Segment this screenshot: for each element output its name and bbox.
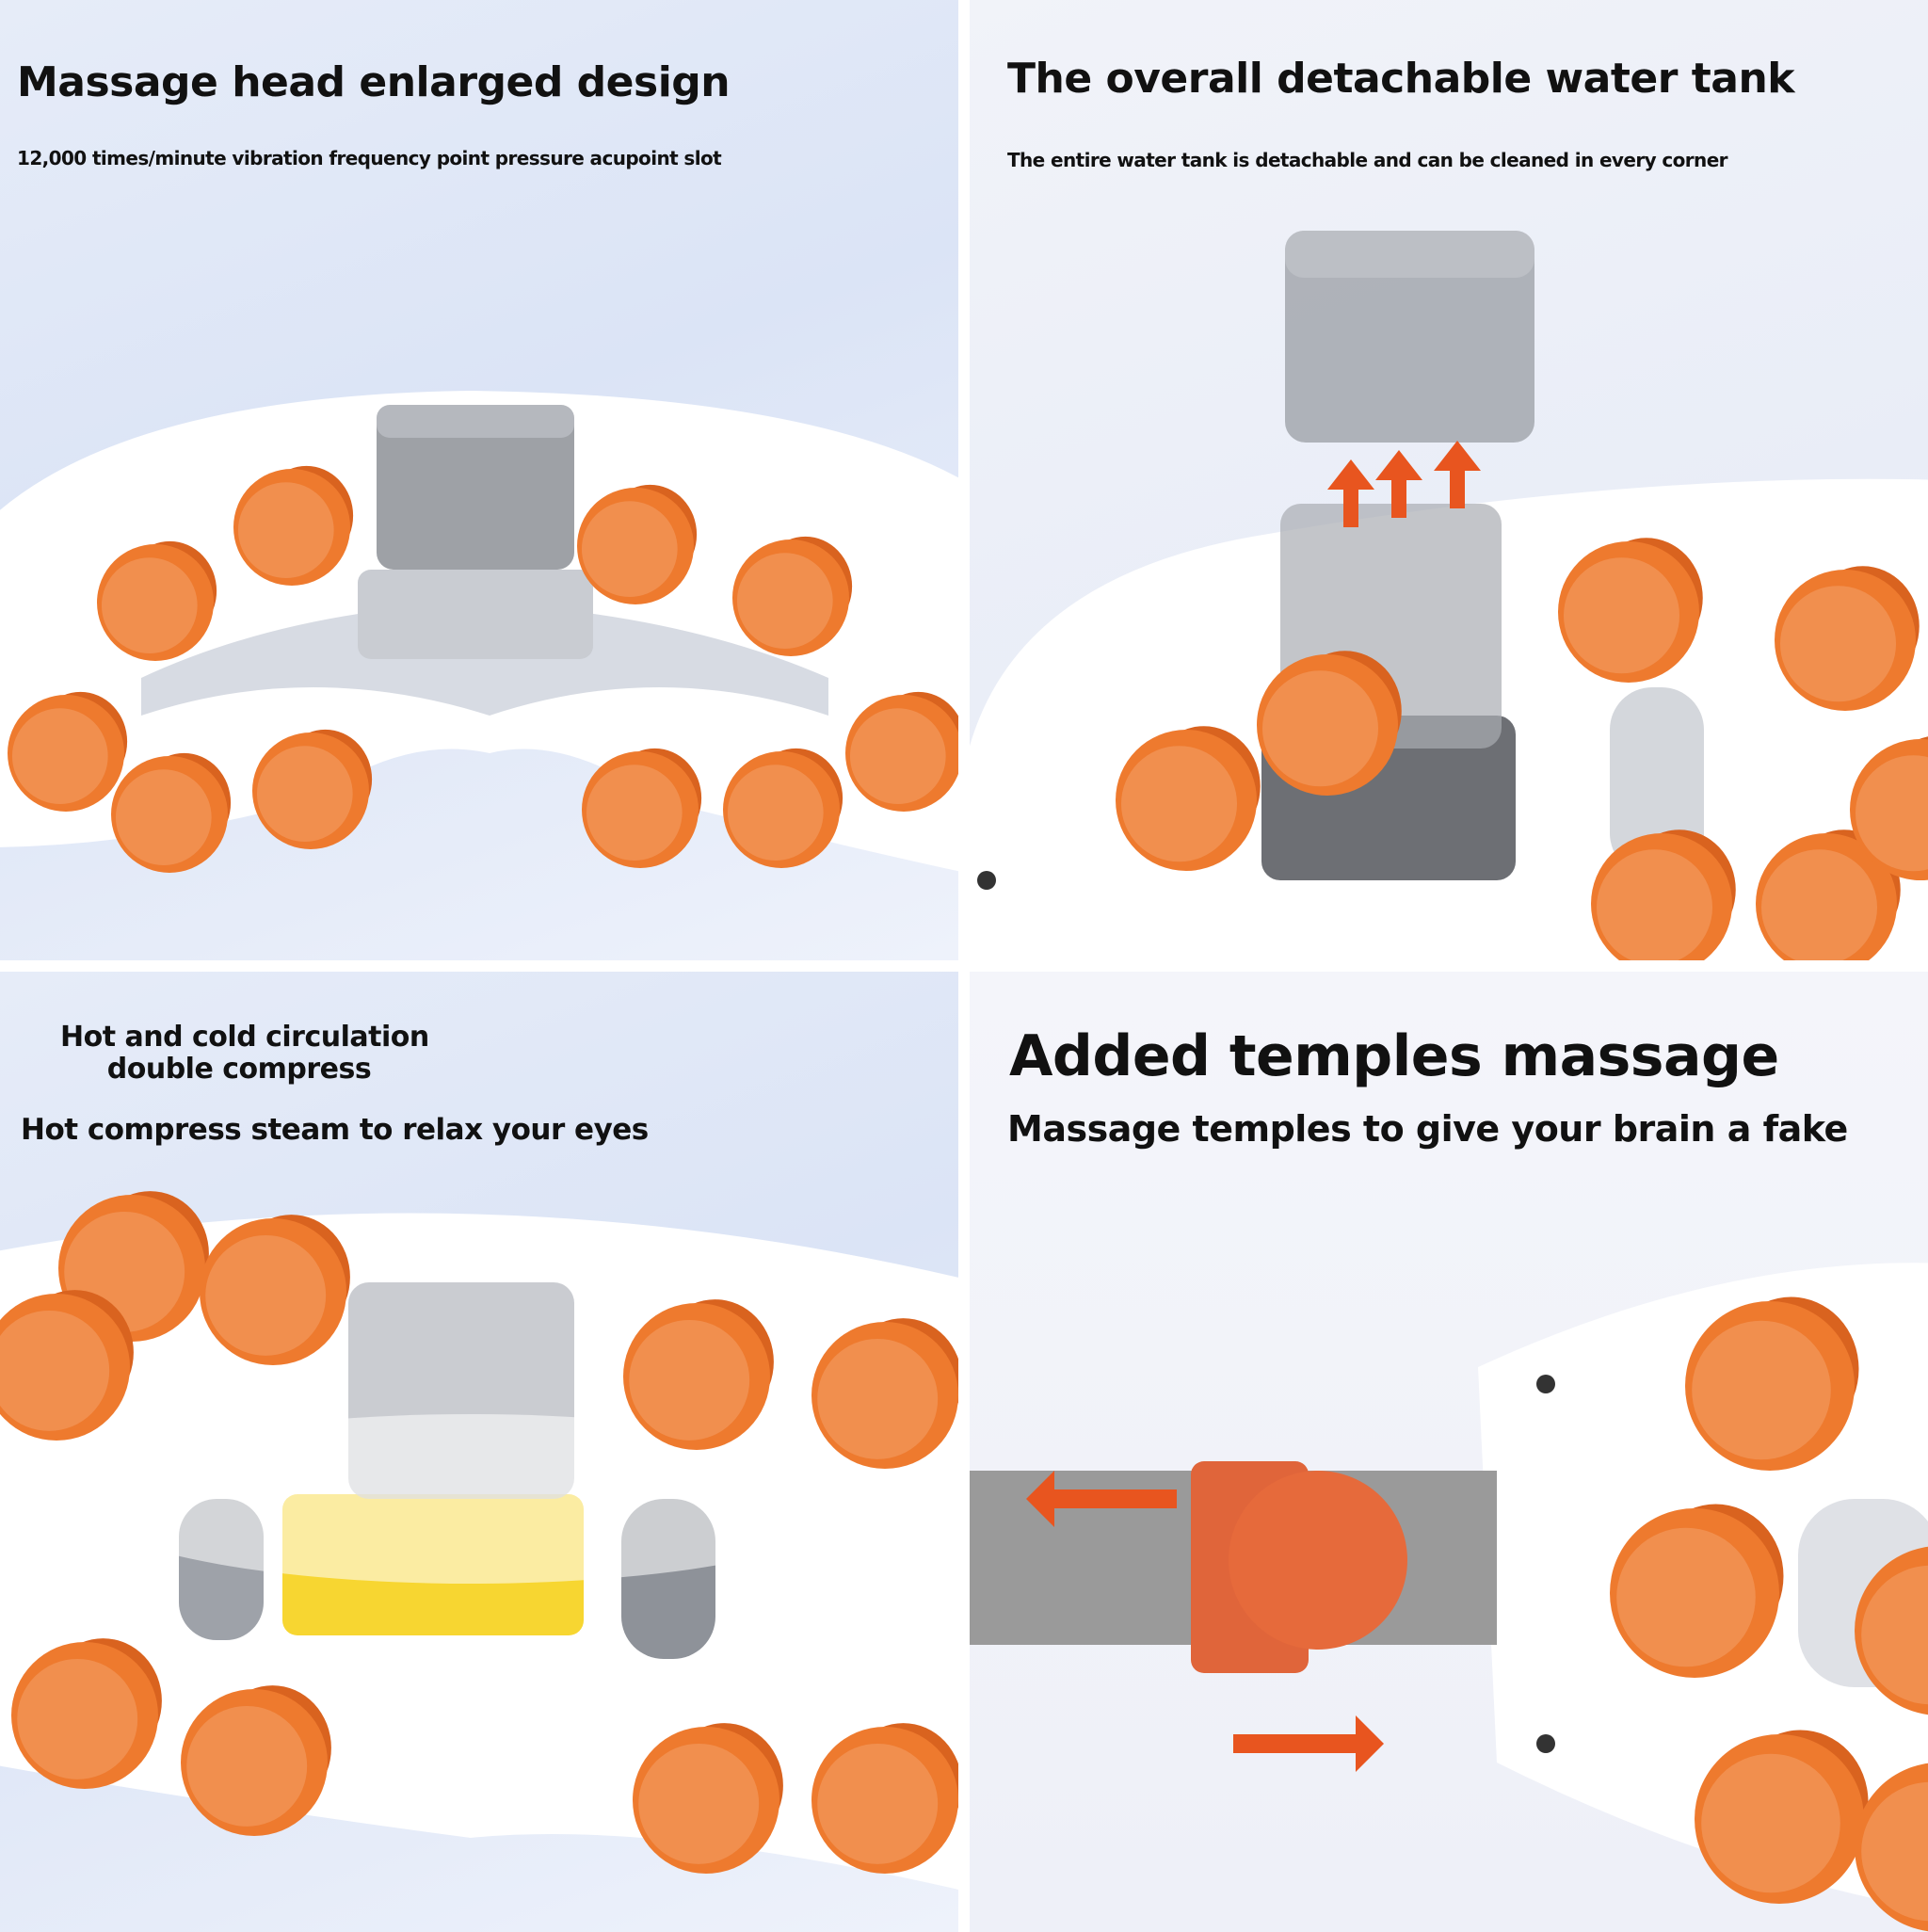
panel-title: Added temples massage xyxy=(1009,1023,1779,1089)
panel-hot-cold-compress: Hot and cold circulation double compress… xyxy=(0,972,958,1932)
massage-pod-face xyxy=(1692,1321,1831,1460)
massage-pod-face xyxy=(1597,849,1712,960)
panel-temples-massage: Added temples massage Massage temples to… xyxy=(970,972,1928,1932)
water-tank-lid xyxy=(1285,231,1534,278)
panel-water-tank: The overall detachable water tank The en… xyxy=(970,0,1928,960)
steam xyxy=(75,1414,866,1584)
massage-pod-face xyxy=(1616,1528,1756,1667)
water-tank-lid xyxy=(377,405,574,438)
panel-title-line1: Hot and cold circulation xyxy=(60,1021,418,1054)
button-hole xyxy=(1536,1734,1555,1753)
massage-pod-face xyxy=(817,1339,938,1459)
panel-subtitle: Hot compress steam to relax your eyes xyxy=(21,1113,649,1147)
temple-massage-pod xyxy=(1229,1471,1407,1650)
panel-subtitle: Massage temples to give your brain a fak… xyxy=(1007,1108,1848,1150)
massage-pod-face xyxy=(102,557,198,653)
massage-pod-face xyxy=(582,501,678,597)
massage-pod-face xyxy=(850,708,946,804)
massager-illustration xyxy=(0,0,958,960)
panel-title-line2: double compress xyxy=(60,1053,418,1086)
massage-pod-face xyxy=(586,765,683,861)
steam-cavity xyxy=(358,570,593,659)
massager-illustration xyxy=(970,0,1928,960)
massage-pod-face xyxy=(1701,1754,1840,1893)
massage-pod-face xyxy=(1121,746,1237,861)
button-hole xyxy=(977,871,996,890)
massage-pod-face xyxy=(1780,586,1896,701)
massage-pod-face xyxy=(1564,557,1679,673)
arrow-right-icon xyxy=(1233,1715,1384,1772)
massage-pod-face xyxy=(817,1744,938,1864)
button-hole xyxy=(1536,1375,1555,1393)
panel-title: The overall detachable water tank xyxy=(1007,55,1794,103)
panel-subtitle: 12,000 times/minute vibration frequency … xyxy=(17,147,721,169)
massage-pod-face xyxy=(728,765,824,861)
massage-pod-face xyxy=(257,746,353,842)
panel-massage-head: Massage head enlarged design 12,000 time… xyxy=(0,0,958,960)
massage-pod-face xyxy=(12,708,108,804)
arrow-up-icon xyxy=(1434,441,1481,508)
massage-pod-face xyxy=(1761,849,1877,960)
panel-subtitle: The entire water tank is detachable and … xyxy=(1007,149,1727,171)
massage-pod-face xyxy=(737,553,833,649)
massage-pod-face xyxy=(186,1706,307,1827)
massage-pod-face xyxy=(238,482,334,578)
panel-title: Massage head enlarged design xyxy=(17,58,730,106)
massage-pod-face xyxy=(116,769,212,865)
massage-pod-face xyxy=(205,1235,326,1356)
massage-pod-face xyxy=(629,1320,749,1441)
massage-pod-face xyxy=(638,1744,759,1864)
massage-pod-face xyxy=(17,1659,137,1779)
massage-pod-face xyxy=(1262,670,1378,786)
